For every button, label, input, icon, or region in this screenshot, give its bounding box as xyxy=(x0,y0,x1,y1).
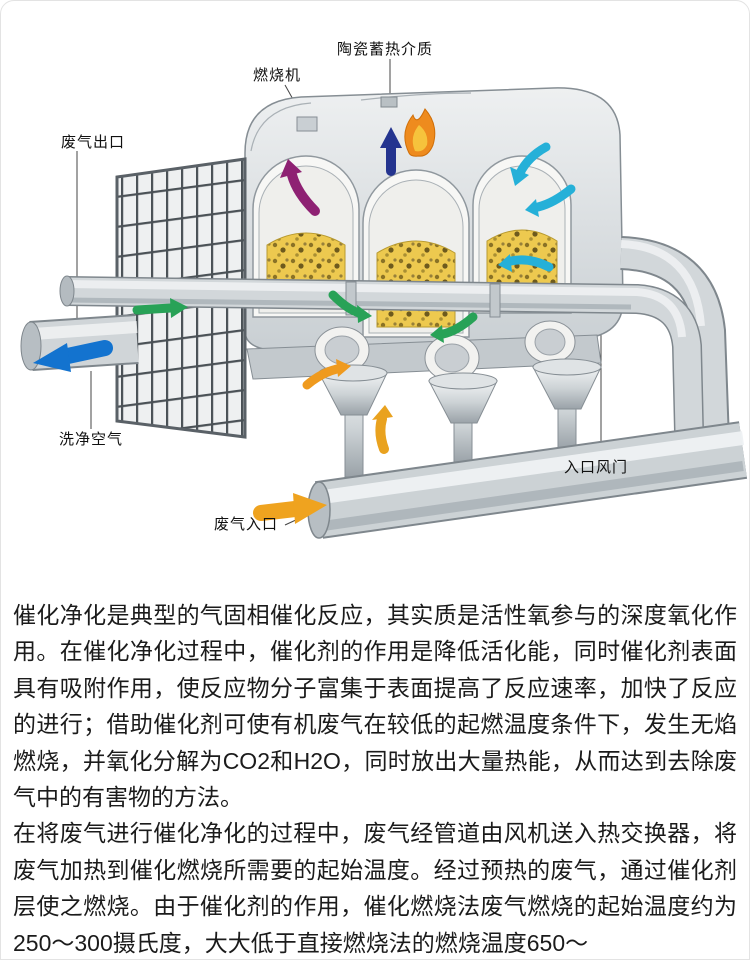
ceramic-port-box xyxy=(380,96,398,108)
label-clean-air: 洗净空气 xyxy=(59,431,124,448)
arrow-cyan-right-icon xyxy=(525,184,576,217)
arrow-outlet-blue-icon xyxy=(33,340,113,372)
burner-box xyxy=(296,116,318,132)
flow-arrows xyxy=(33,127,576,524)
arrow-yellow-up-icon xyxy=(372,405,393,454)
label-exhaust-inlet: 废气入口 xyxy=(214,516,279,533)
description-text: 催化净化是典型的气固相催化反应，其实质是活性氧参与的深度氧化作用。在催化净化过程… xyxy=(1,589,749,959)
arrow-up-navy-icon xyxy=(380,127,402,176)
arrow-green-chamber2-icon xyxy=(430,312,478,343)
label-burner: 燃烧机 xyxy=(253,67,302,84)
arrow-purple-icon xyxy=(280,159,320,216)
arrow-inlet-yellow-icon xyxy=(253,493,327,524)
inlet-funnels xyxy=(318,358,602,478)
label-ceramic-media: 陶瓷蓄热介质 xyxy=(337,41,434,58)
paragraph-catalytic-principle: 催化净化是典型的气固相催化反应，其实质是活性氧参与的深度氧化作用。在催化净化过程… xyxy=(13,602,737,811)
right-pipe xyxy=(619,236,730,442)
arrow-cyan-mid-icon xyxy=(498,254,554,272)
paragraph-process-description: 在将废气进行催化净化的过程中，废气经管道由风机送入热交换器，将废气加热到催化燃烧… xyxy=(13,820,737,956)
arrow-orange-icon xyxy=(302,359,351,390)
arrow-cyan-top-icon xyxy=(510,142,551,186)
label-exhaust-outlet: 废气出口 xyxy=(61,134,126,151)
flame-icon xyxy=(404,108,436,157)
label-inlet-damper: 入口风门 xyxy=(564,459,629,476)
front-ports xyxy=(314,320,576,382)
rto-machine-illustration xyxy=(20,59,748,539)
arrow-green-pipe-icon xyxy=(132,298,188,318)
inlet-pipe xyxy=(307,421,748,539)
outlet-pipe xyxy=(20,314,139,371)
equipment-diagram: 陶瓷蓄热介质 燃烧机 废气出口 洗净空气 入口风门 废气入口 xyxy=(1,1,749,589)
arrow-green-chamber1-icon xyxy=(328,290,372,323)
